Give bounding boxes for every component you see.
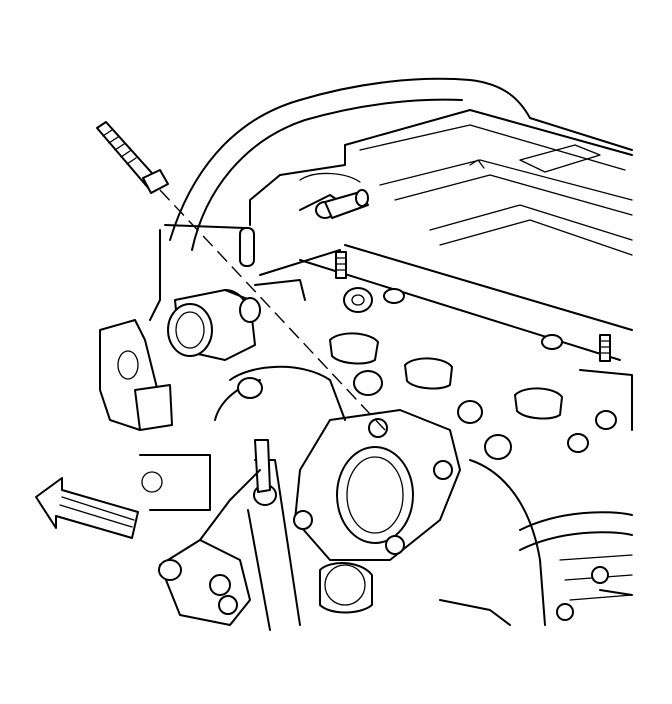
vertical-pipe <box>247 439 301 631</box>
manifold-studs <box>239 227 611 362</box>
thermostat-housing <box>214 365 461 561</box>
engine-bracket <box>99 319 211 511</box>
intake-manifold <box>249 109 633 361</box>
lower-right-engine <box>439 459 633 626</box>
vacuum-fitting <box>315 189 369 219</box>
direction-arrow-icon <box>35 477 139 539</box>
fuel-injectors <box>329 287 633 460</box>
bolt-removed <box>96 121 169 194</box>
bolt-path-line <box>159 189 386 431</box>
coolant-pipe-lower <box>319 562 373 614</box>
engine-outline <box>149 77 633 321</box>
lower-bracket <box>158 469 261 626</box>
water-outlet <box>167 279 306 361</box>
